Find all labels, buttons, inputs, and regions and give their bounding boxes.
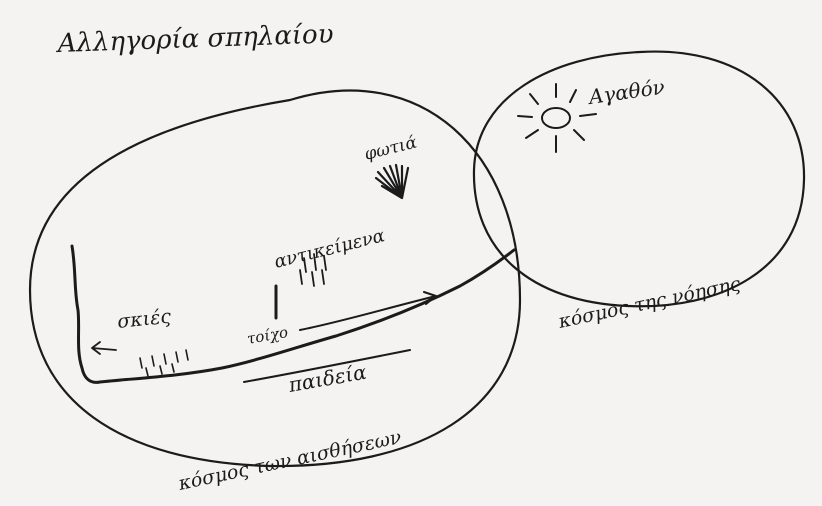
good-label: Αγαθόν: [585, 75, 666, 110]
sun-icon: [517, 83, 597, 153]
wall-label: τοίχο: [246, 323, 290, 348]
objects-marks: [299, 253, 327, 287]
shadows-arrow: [91, 341, 117, 355]
education-lower-arrow: [243, 349, 411, 383]
fire-label: φωτιά: [362, 132, 419, 164]
cave-wall-path: [70, 244, 516, 384]
intelligible-world-label: κόσμος της νόησης: [555, 273, 742, 333]
sensible-world-ellipse: [28, 89, 522, 468]
objects-label: αντικείμενα: [272, 225, 387, 273]
diagram-title: Αλληγορία σπηλαίου: [55, 19, 334, 59]
intelligible-world-ellipse: [472, 50, 806, 308]
shadows-label: σκιές: [116, 305, 172, 333]
education-label: παιδεία: [286, 360, 369, 398]
shadows-marks: [139, 349, 189, 377]
fire-icon: [374, 163, 410, 200]
education-upper-arrow: [299, 291, 437, 331]
